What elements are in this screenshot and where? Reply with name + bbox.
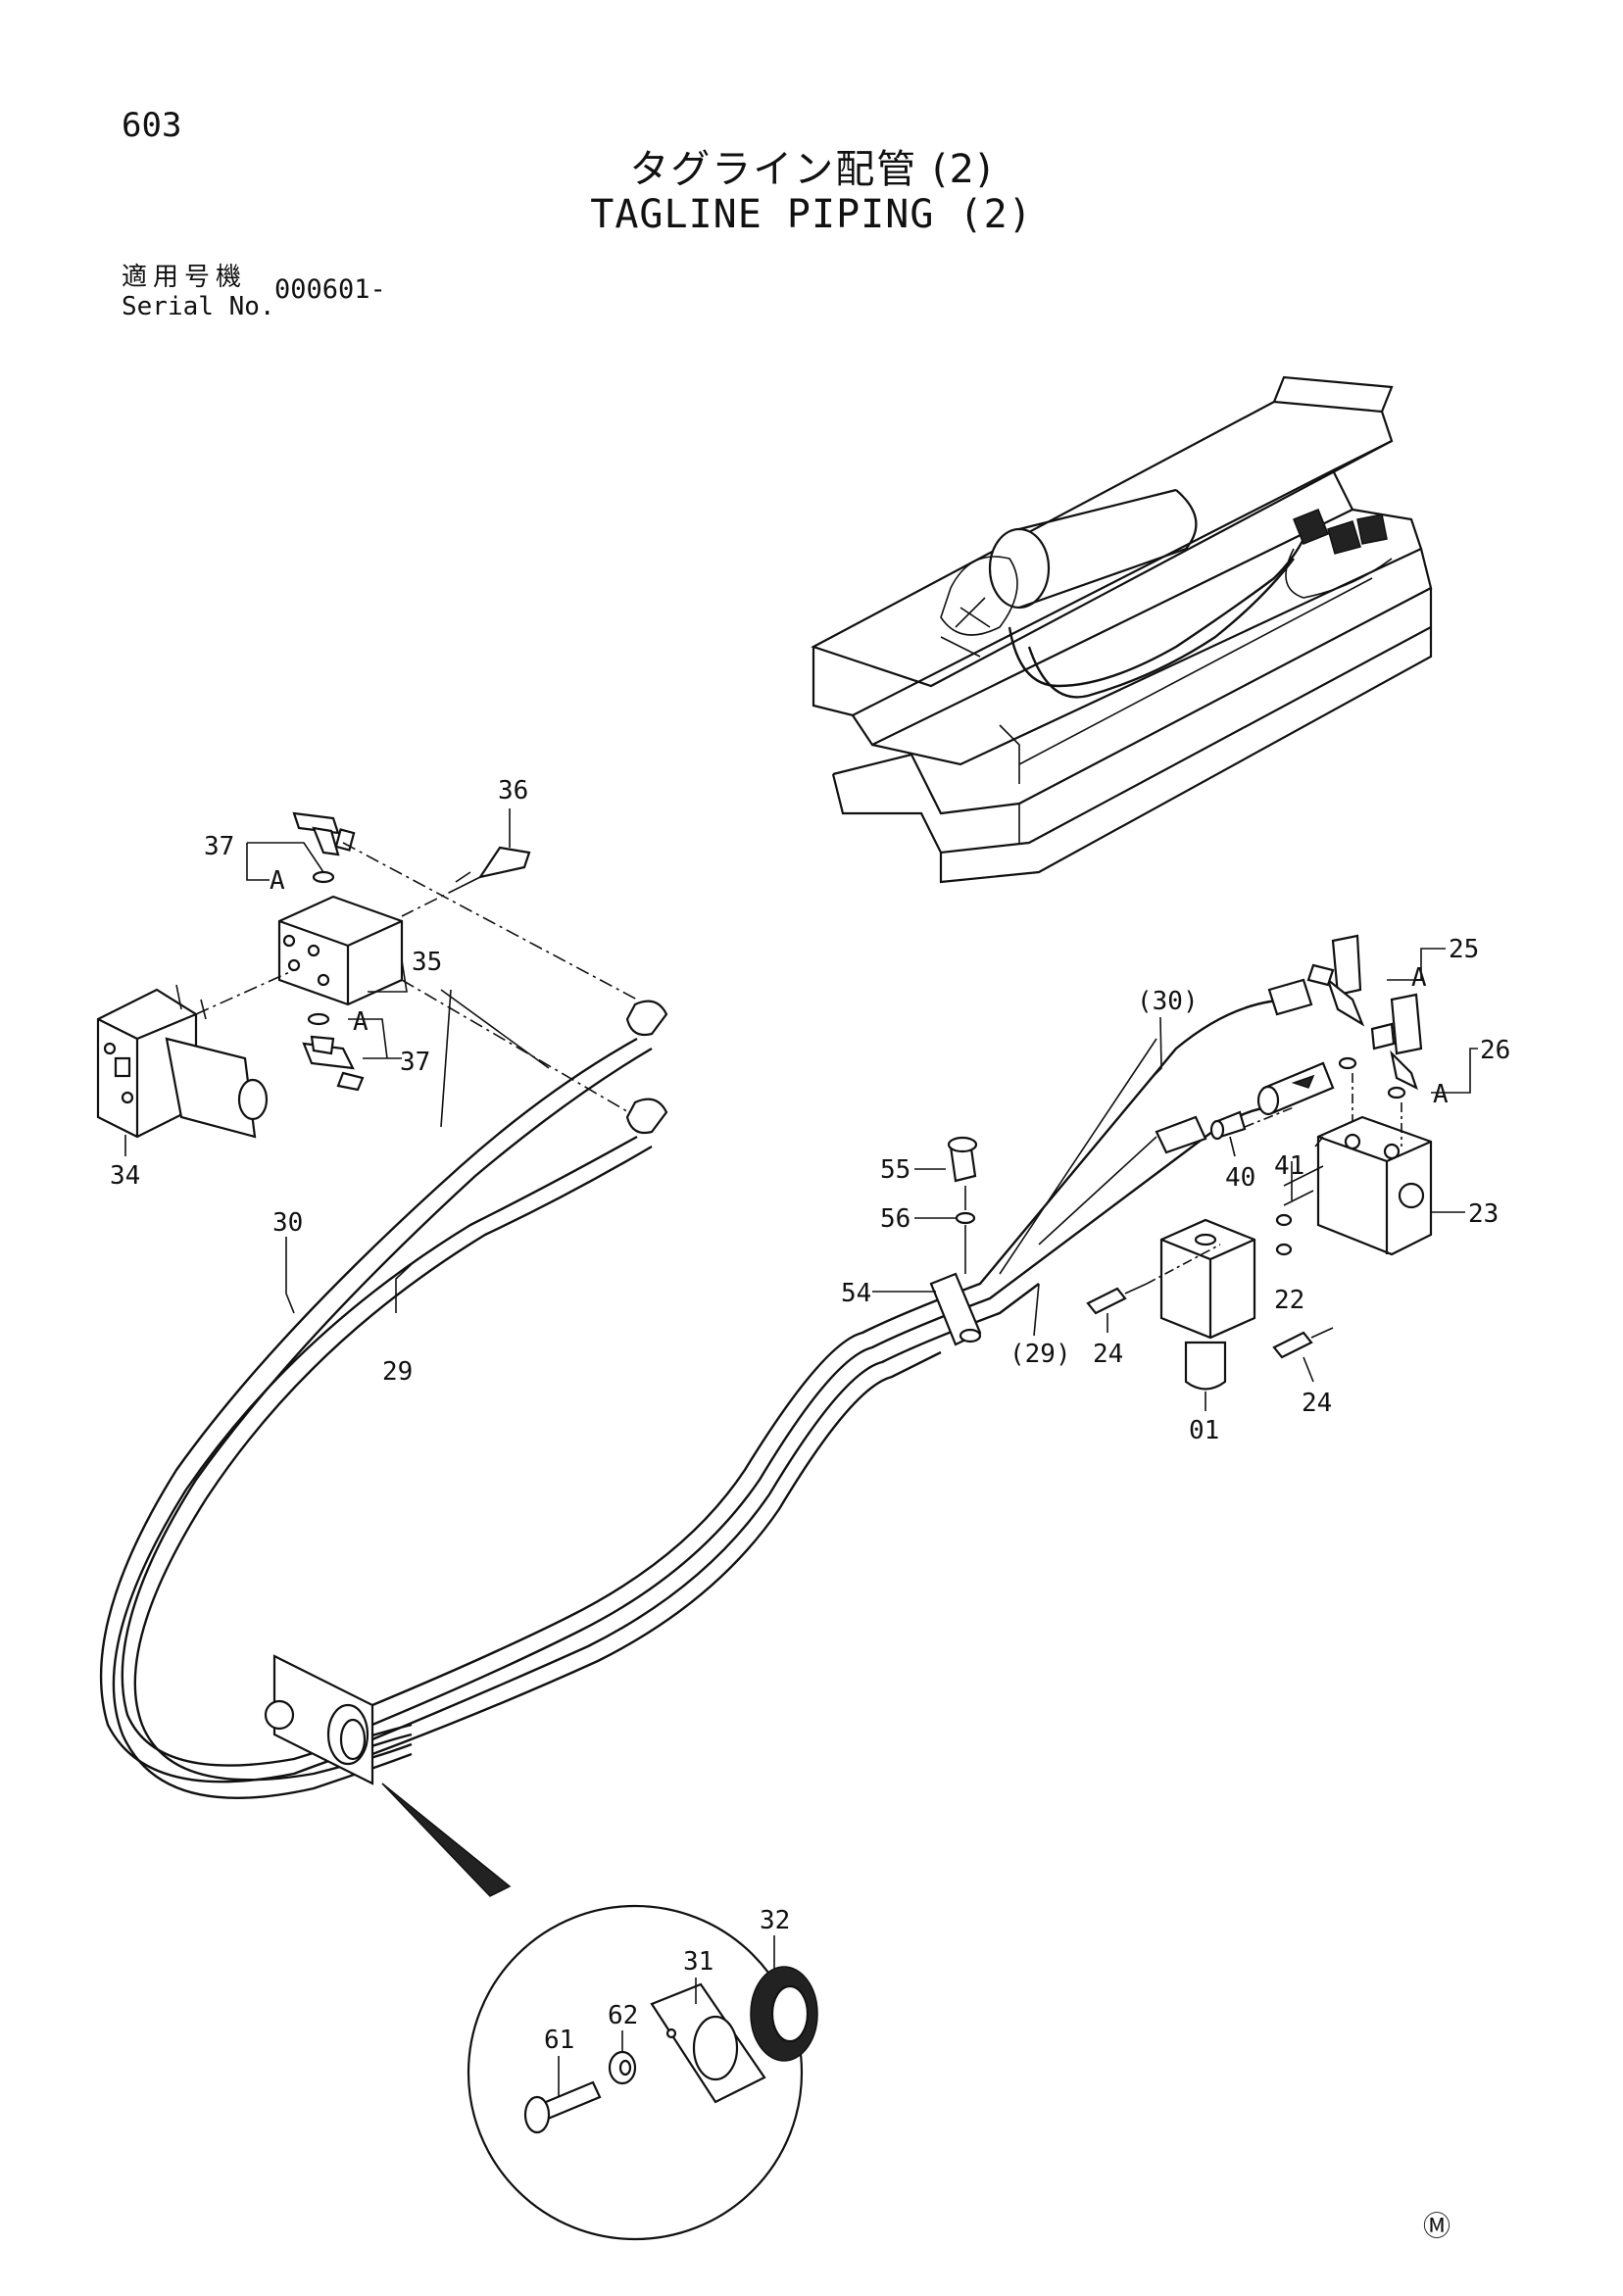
serial-number-value: 000601- <box>274 274 386 305</box>
boom-overview-illustration <box>811 375 1433 884</box>
callout-54: 54 <box>841 1279 871 1308</box>
serial-label-english: Serial No. <box>122 292 275 321</box>
callout-25: 25 <box>1449 935 1479 964</box>
right-valve-group <box>1086 934 1433 1391</box>
callout-56: 56 <box>880 1204 910 1234</box>
callout-26: 26 <box>1480 1036 1510 1065</box>
callout-a-bottom-left: A <box>353 1007 369 1037</box>
callout-36: 36 <box>498 776 528 806</box>
callout-37-top: 37 <box>204 832 234 861</box>
callout-23: 23 <box>1468 1199 1499 1229</box>
detail-view <box>467 1904 818 2241</box>
callout-24-right: 24 <box>1302 1389 1332 1418</box>
hose-assembly <box>99 978 1313 1799</box>
callout-01: 01 <box>1189 1416 1219 1445</box>
manufacturer-mark-icon: Ⓜ <box>1423 2210 1451 2242</box>
bulkhead-plate <box>264 1654 512 1897</box>
callout-a-25: A <box>1411 963 1427 993</box>
callout-31: 31 <box>683 1947 713 1977</box>
hose-clamp <box>929 1136 982 1346</box>
callout-29: 29 <box>382 1357 413 1387</box>
callout-55: 55 <box>880 1155 910 1185</box>
page-number: 603 <box>122 106 182 145</box>
callout-22: 22 <box>1274 1286 1304 1315</box>
callout-29-paren: (29) <box>1009 1340 1071 1369</box>
callout-34: 34 <box>110 1161 140 1191</box>
callout-37-bottom: 37 <box>400 1048 430 1077</box>
callout-40: 40 <box>1225 1163 1255 1193</box>
leader-lines <box>124 808 1478 2097</box>
callout-a-top-left: A <box>270 866 285 896</box>
callout-62: 62 <box>608 2001 638 2030</box>
callout-30-paren: (30) <box>1137 987 1199 1016</box>
left-valve-group <box>96 811 638 1139</box>
callout-32: 32 <box>760 1906 790 1935</box>
page-title-english: TAGLINE PIPING (2) <box>590 192 1033 237</box>
callout-30: 30 <box>272 1208 303 1238</box>
page-title-japanese: タグライン配管 (2) <box>629 147 994 192</box>
serial-label-japanese: 適用号機 <box>122 263 248 292</box>
callout-24-left: 24 <box>1093 1340 1123 1369</box>
callout-a-26: A <box>1433 1080 1449 1109</box>
callout-35: 35 <box>412 948 442 977</box>
callout-41: 41 <box>1274 1151 1304 1181</box>
callout-61: 61 <box>544 2026 574 2055</box>
callout-labels: 36 37 A 35 34 37 A 30 29 55 56 54 (30) (… <box>110 776 1510 2055</box>
